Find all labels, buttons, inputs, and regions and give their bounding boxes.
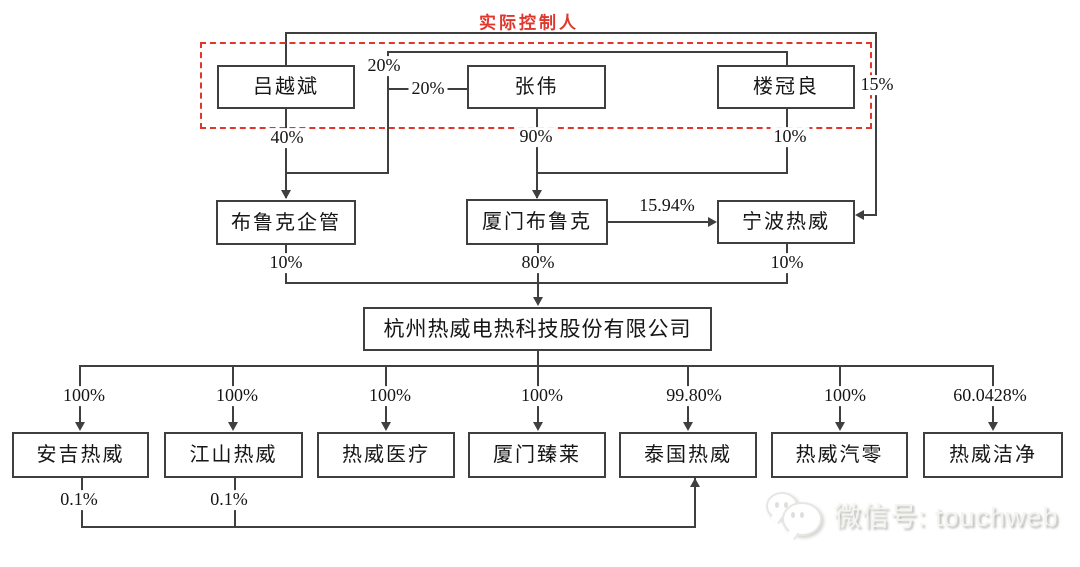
node-sub-zhenlai: 厦门臻莱	[468, 432, 606, 478]
node-sub-qiling: 热威汽零	[771, 432, 908, 478]
edge-into-ningbo-right	[860, 214, 877, 216]
pct-anji-to-thai: 0.1%	[57, 489, 101, 510]
watermark: 微信号: touchweb	[766, 490, 1059, 538]
edge-into-parent	[537, 282, 539, 300]
pct-parent-to-yiliao: 100%	[366, 385, 414, 406]
edge-top-across	[285, 32, 877, 34]
node-label: 江山热威	[189, 444, 278, 466]
node-label: 热威洁净	[949, 444, 1037, 466]
wechat-bubble-large	[782, 502, 822, 536]
arrowhead-into-jiejing	[988, 422, 998, 431]
pct-parent-to-qiling: 100%	[821, 385, 869, 406]
pct-parent-to-anji: 100%	[60, 385, 108, 406]
edge-xiamen-to-ningbo	[608, 221, 711, 223]
pct-lv-to-ningbo: 15%	[857, 74, 897, 95]
pct-lv-to-bruker: 40%	[267, 127, 307, 148]
arrowhead-into-ningbo-right	[855, 210, 864, 220]
wechat-icon	[766, 490, 824, 538]
edge-parent-down	[537, 351, 539, 366]
node-person-louguanliang: 楼冠良	[717, 65, 855, 109]
arrowhead-into-qiling	[835, 422, 845, 431]
controller-label: 实际控制人	[479, 13, 579, 33]
pct-parent-to-jiangshan: 100%	[213, 385, 261, 406]
pct-top-to-bruker: 20%	[364, 55, 404, 76]
watermark-text: 微信号: touchweb	[834, 501, 1059, 532]
pct-bruker-to-parent: 10%	[266, 252, 306, 273]
edge-right-down	[875, 32, 877, 216]
node-sub-jiangshan: 江山热威	[164, 432, 303, 478]
edge-up-into-thai	[694, 478, 696, 527]
node-holding-xiamen-bruker: 厦门布鲁克	[466, 199, 608, 245]
node-label: 楼冠良	[753, 76, 819, 98]
node-label: 张伟	[514, 76, 559, 98]
arrowhead-into-zhenlai	[533, 422, 543, 431]
arrowhead-into-ningbo-left	[708, 217, 717, 227]
arrowhead-into-xiamen	[532, 190, 542, 199]
pct-zhang-to-bruker: 20%	[408, 78, 448, 99]
wechat-eye	[800, 512, 804, 518]
pct-jiangshan-to-thai: 0.1%	[207, 489, 251, 510]
edge-20pct-down	[387, 51, 389, 174]
edge-lv-top-up	[285, 33, 287, 65]
edge-lou-top-up	[786, 51, 788, 66]
arrowhead-into-parent	[533, 297, 543, 306]
edge-thai-collector	[81, 526, 696, 528]
wechat-eye	[784, 502, 788, 508]
edge-zhang-down	[536, 109, 538, 198]
node-sub-yiliao: 热威医疗	[317, 432, 455, 478]
pct-xiamen-to-ningbo: 15.94%	[636, 195, 698, 216]
node-label: 泰国热威	[644, 444, 732, 466]
node-parent-company: 杭州热威电热科技股份有限公司	[363, 307, 712, 351]
arrowhead-into-thai-bottom	[690, 478, 700, 487]
node-person-zhangwei: 张伟	[467, 65, 606, 109]
arrowhead-into-bruker	[281, 190, 291, 199]
pct-parent-to-thai: 99.80%	[663, 385, 725, 406]
edge-parent-collector	[285, 282, 788, 284]
node-holding-bruker: 布鲁克企管	[216, 200, 356, 245]
pct-parent-to-zhenlai: 100%	[518, 385, 566, 406]
node-label: 安吉热威	[36, 444, 125, 466]
pct-ningbo-to-parent: 10%	[767, 252, 807, 273]
edge-inner-across	[387, 51, 788, 53]
node-label: 布鲁克企管	[231, 211, 341, 234]
edge-lv-down	[285, 109, 287, 198]
arrowhead-into-anji	[75, 422, 85, 431]
node-holding-ningbo-rewei: 宁波热威	[717, 200, 855, 244]
node-label: 宁波热威	[742, 211, 830, 233]
pct-xiamen-to-parent: 80%	[518, 252, 558, 273]
wechat-eye	[775, 502, 779, 508]
node-label: 吕越斌	[253, 76, 319, 98]
node-sub-jiejing: 热威洁净	[923, 432, 1063, 478]
node-sub-anji: 安吉热威	[12, 432, 149, 478]
node-label: 厦门臻莱	[493, 444, 581, 466]
arrowhead-into-jiangshan	[228, 422, 238, 431]
node-sub-thai: 泰国热威	[619, 432, 757, 478]
arrowhead-into-yiliao	[381, 422, 391, 431]
wechat-eye	[791, 512, 795, 518]
arrowhead-into-thai	[683, 422, 693, 431]
edge-junction-right	[536, 172, 788, 174]
pct-zhang-to-xiamen: 90%	[516, 126, 556, 147]
node-person-lvyuebin: 吕越斌	[217, 65, 355, 109]
edge-junction-left	[285, 172, 389, 174]
node-label: 热威汽零	[795, 444, 884, 466]
pct-lou-to-xiamen: 10%	[770, 126, 810, 147]
node-label: 厦门布鲁克	[482, 211, 592, 233]
node-label: 热威医疗	[342, 444, 430, 466]
pct-parent-to-jiejing: 60.0428%	[950, 385, 1030, 406]
node-label: 杭州热威电热科技股份有限公司	[383, 317, 692, 341]
